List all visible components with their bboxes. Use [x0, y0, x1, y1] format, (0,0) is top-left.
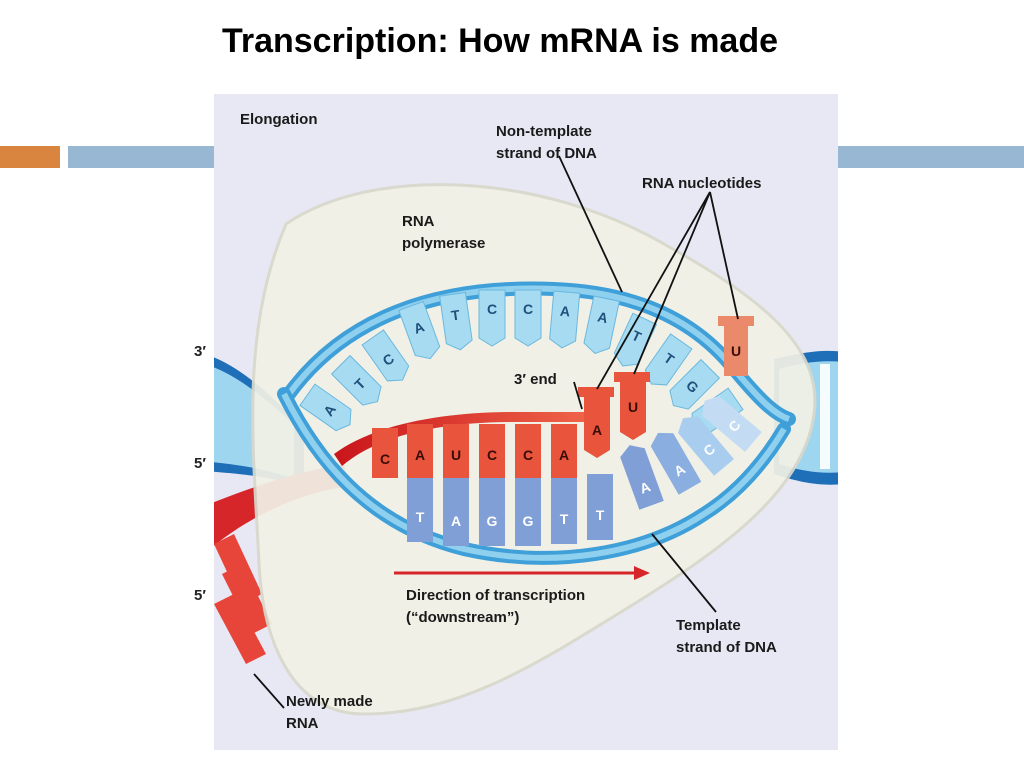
newly-made-label-line1: Newly made [286, 693, 373, 710]
base-free-u: U [731, 343, 741, 359]
incoming-nucleotide-1: A [578, 387, 614, 458]
base-top-6: C [487, 301, 497, 317]
free-nucleotide: U [718, 316, 754, 376]
non-template-bases: A T C A T C C A A T T G G [299, 289, 744, 436]
prime-label-5-middle: 5′ [194, 455, 216, 477]
base-top-5: T [450, 307, 461, 324]
template-label-line1: Template [676, 617, 741, 634]
non-template-label-line2: strand of DNA [496, 145, 597, 162]
base-template-5: T [560, 511, 569, 527]
prime-5-text-a: 5′ [194, 455, 206, 472]
rna-bases: C A U C C A A U U [372, 316, 754, 478]
direction-label-line1: Direction of transcription [406, 587, 585, 604]
incoming-nucleotide-2: U [614, 372, 650, 440]
direction-arrow [394, 566, 650, 580]
labels: Elongation RNA polymerase Non-template s… [240, 111, 777, 732]
rna-polymerase-label-line2: polymerase [402, 235, 485, 252]
base-rna-6: A [559, 447, 569, 463]
accent-bar-orange [0, 146, 60, 168]
base-rna-2: A [415, 447, 425, 463]
prime-3-text: 3′ [194, 343, 206, 360]
newly-made-label-line2: RNA [286, 715, 319, 732]
base-rna-8: U [628, 399, 638, 415]
base-top-8: A [559, 303, 570, 320]
base-rna-1: C [380, 451, 390, 467]
rna-nucleotides-label: RNA nucleotides [642, 175, 761, 192]
rna-bases-exiting [214, 534, 272, 664]
base-template-4: G [523, 513, 534, 529]
base-rna-3: U [451, 447, 461, 463]
slide-title: Transcription: How mRNA is made [221, 22, 779, 60]
non-template-label-line1: Non-template [496, 123, 592, 140]
stage-label: Elongation [240, 111, 318, 128]
prime-5-text-b: 5′ [194, 587, 206, 604]
accent-bar-blue-left [68, 146, 218, 168]
prime-label-5-bottom: 5′ [194, 587, 216, 609]
prime-label-3-top: 3′ [194, 343, 216, 365]
base-rna-5: C [523, 447, 533, 463]
base-template-1: T [416, 509, 425, 525]
base-top-7: C [523, 301, 533, 317]
transcription-figure: A T C A T C C A A T T G G T A G G T T A … [214, 94, 838, 750]
rna-backbone [334, 412, 592, 466]
base-top-9: A [596, 308, 609, 326]
rna-polymerase-label-line1: RNA [402, 213, 435, 230]
base-template-3: G [487, 513, 498, 529]
transcription-diagram: A T C A T C C A A T T G G T A G G T T A … [214, 111, 838, 732]
base-template-6: T [596, 507, 605, 523]
pointer-lines [253, 155, 739, 709]
template-label-line2: strand of DNA [676, 639, 777, 656]
accent-bar-blue-right [836, 146, 1024, 168]
base-rna-7: A [592, 422, 602, 438]
direction-label-line2: (“downstream”) [406, 609, 519, 626]
template-bases: T A G G T T A A C C [407, 396, 762, 546]
base-rna-4: C [487, 447, 497, 463]
three-prime-end-label: 3′ end [514, 371, 557, 388]
base-template-2: A [451, 513, 461, 529]
